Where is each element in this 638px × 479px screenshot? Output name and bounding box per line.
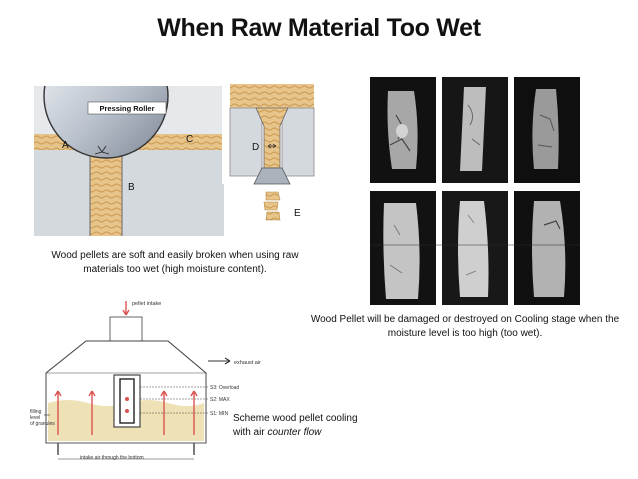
label-a: A	[62, 140, 69, 151]
die-block	[34, 150, 224, 236]
filling-level-line2: level	[30, 415, 40, 421]
intake-air-label: intake air through the bottom	[80, 455, 144, 461]
caption-scheme-italic: counter flow	[267, 427, 322, 438]
exhaust-air-label: exhaust air	[234, 360, 261, 366]
filling-level-line1: filling	[30, 409, 42, 415]
page-title: When Raw Material Too Wet	[157, 14, 481, 42]
caption-cooling-scheme: Scheme wood pellet cooling with air coun…	[233, 412, 358, 440]
caption-cooling-damage: Wood Pellet will be damaged or destroyed…	[310, 314, 620, 339]
label-d: D	[252, 142, 259, 153]
filling-level-line3: of granules	[30, 421, 55, 427]
label-e: E	[294, 208, 301, 219]
die-channel	[90, 150, 122, 236]
label-b: B	[128, 182, 135, 193]
cooler-scheme-diagram: pellet intake exhaust air S3: Overload S…	[28, 295, 270, 463]
pellet-intake-label: pellet intake	[132, 301, 161, 307]
level-max: S2: MAX	[210, 397, 230, 403]
damaged-pellet-photos	[368, 75, 584, 307]
pressing-roller-diagram: Pressing Roller A B C	[34, 86, 224, 236]
roller-label: Pressing Roller	[99, 104, 154, 113]
die-channel-diagram: D E	[222, 84, 322, 221]
caption-scheme-main: Scheme wood pellet cooling with air	[233, 413, 358, 438]
air-flow-arrows	[54, 390, 198, 435]
broken-pellets	[263, 191, 281, 221]
level-min: S1: MIN	[210, 411, 228, 417]
level-overload: S3: Overload	[210, 385, 239, 391]
label-c: C	[186, 134, 193, 145]
caption-soft-pellets: Wood pellets are soft and easily broken …	[51, 250, 299, 275]
